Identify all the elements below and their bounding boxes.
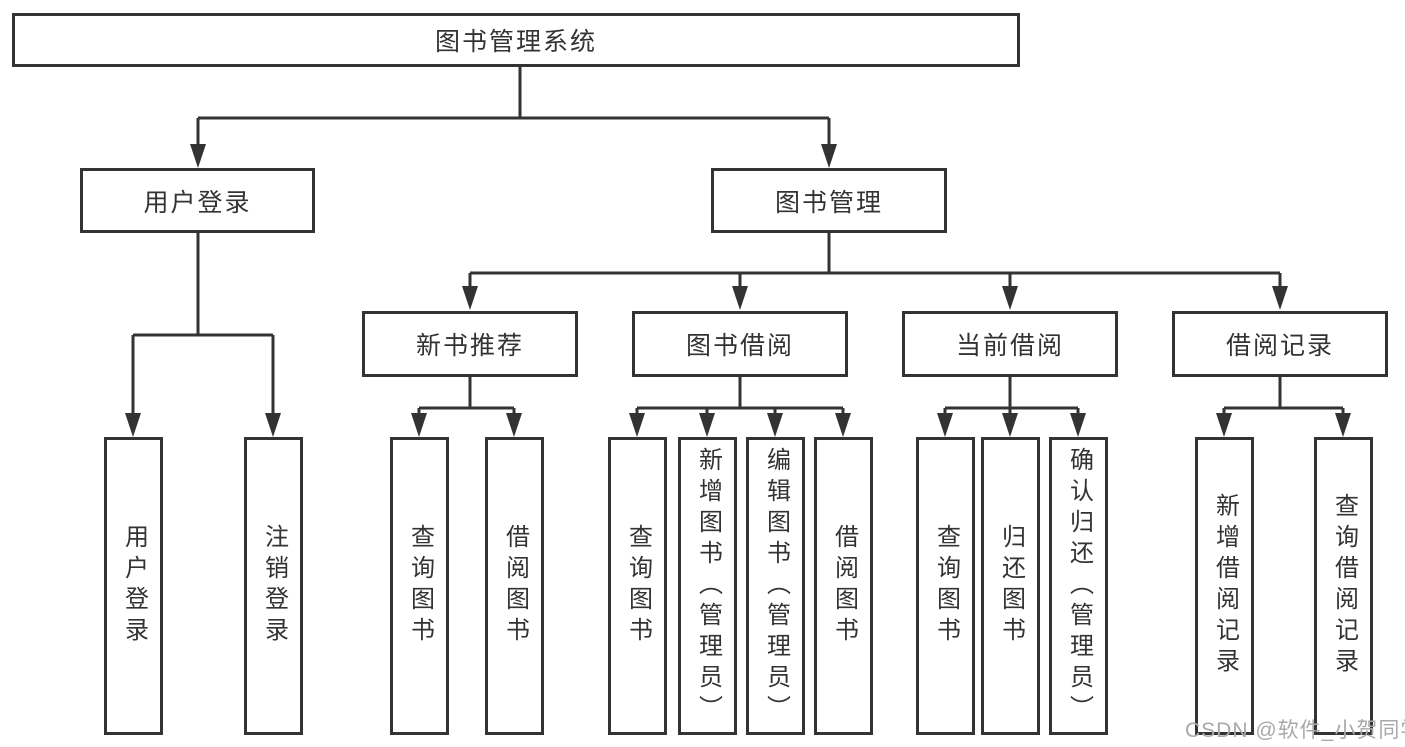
leaf-borrow-edit-book-admin: 编辑图书（管理员） [746, 437, 805, 735]
leaf-borrow-query-book-label: 查询图书 [624, 524, 652, 648]
leaf-record-add-record-label: 新增借阅记录 [1211, 493, 1239, 679]
node-book-management-label: 图书管理 [774, 188, 883, 217]
leaf-logout-login: 注销登录 [244, 437, 303, 735]
node-new-book-recommend: 新书推荐 [362, 311, 578, 377]
node-book-borrow: 图书借阅 [632, 311, 848, 377]
node-borrow-record: 借阅记录 [1172, 311, 1388, 377]
leaf-recommend-borrow-book: 借阅图书 [485, 437, 544, 735]
node-new-book-recommend-label: 新书推荐 [415, 332, 524, 360]
leaf-borrow-edit-book-admin-label: 编辑图书（管理员） [762, 446, 790, 726]
leaf-user-login: 用户登录 [104, 437, 163, 735]
leaf-record-query-record-label: 查询借阅记录 [1330, 493, 1358, 679]
node-user-login-label: 用户登录 [143, 188, 252, 217]
leaf-current-return-book: 归还图书 [981, 437, 1040, 735]
leaf-logout-login-label: 注销登录 [260, 524, 288, 648]
leaf-current-confirm-return-admin-label: 确认归还（管理员） [1065, 446, 1093, 726]
leaf-recommend-query-book-label: 查询图书 [406, 524, 434, 648]
leaf-borrow-add-book-admin: 新增图书（管理员） [678, 437, 737, 735]
leaf-current-confirm-return-admin: 确认归还（管理员） [1049, 437, 1108, 735]
node-library-system-label: 图书管理系统 [434, 28, 597, 56]
leaf-recommend-query-book: 查询图书 [390, 437, 449, 735]
node-user-login: 用户登录 [80, 168, 315, 233]
leaf-user-login-label: 用户登录 [120, 524, 148, 648]
leaf-record-add-record: 新增借阅记录 [1195, 437, 1254, 735]
node-book-management: 图书管理 [711, 168, 947, 233]
leaf-borrow-borrow-book: 借阅图书 [814, 437, 873, 735]
node-library-system: 图书管理系统 [12, 13, 1020, 67]
node-borrow-record-label: 借阅记录 [1225, 332, 1334, 360]
leaf-current-return-book-label: 归还图书 [997, 524, 1025, 648]
leaf-current-query-book: 查询图书 [916, 437, 975, 735]
leaf-borrow-add-book-admin-label: 新增图书（管理员） [694, 446, 722, 726]
node-book-borrow-label: 图书借阅 [685, 332, 794, 360]
arrowheads [125, 144, 1351, 437]
leaf-recommend-borrow-book-label: 借阅图书 [501, 524, 529, 648]
node-current-borrow-label: 当前借阅 [955, 332, 1064, 360]
leaf-record-query-record: 查询借阅记录 [1314, 437, 1373, 735]
leaf-current-query-book-label: 查询图书 [932, 524, 960, 648]
leaf-borrow-borrow-book-label: 借阅图书 [830, 524, 858, 648]
leaf-borrow-query-book: 查询图书 [608, 437, 667, 735]
node-current-borrow: 当前借阅 [902, 311, 1118, 377]
connector-paths [131, 66, 1345, 415]
watermark-text: CSDN @软件_小贺同学 [1185, 719, 1405, 742]
